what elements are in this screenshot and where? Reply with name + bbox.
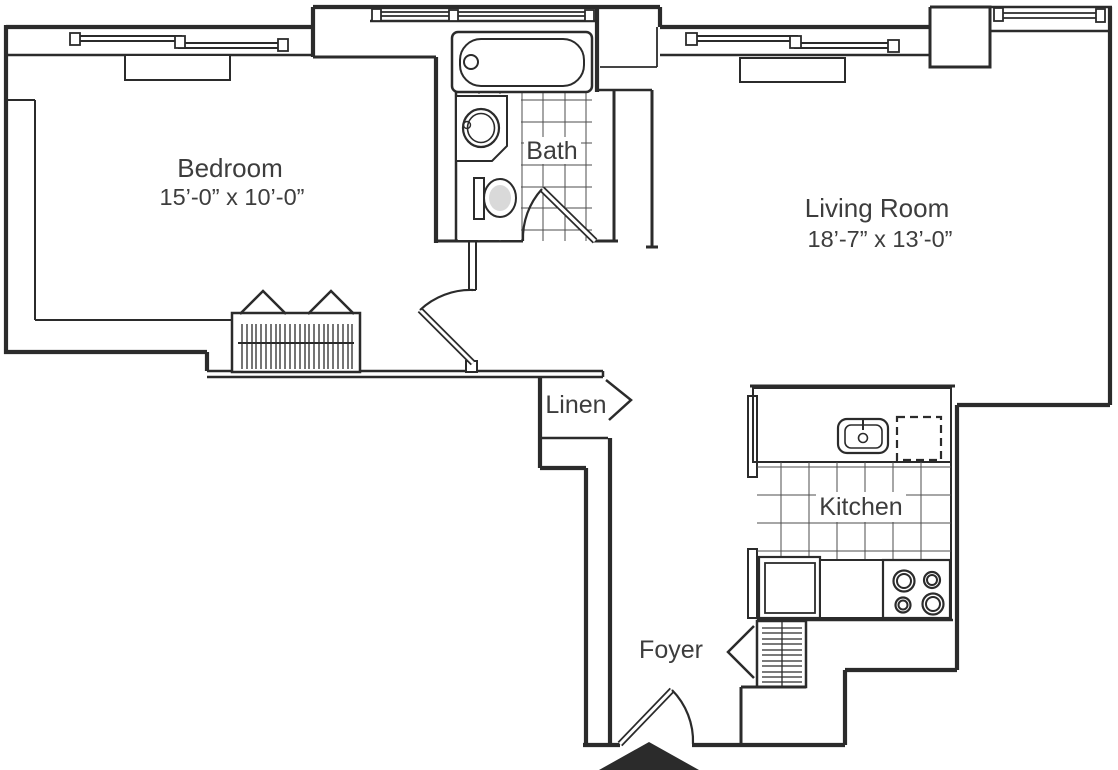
stove-4-burners — [881, 558, 952, 620]
bedroom-door — [417, 288, 478, 373]
foyer-label: Foyer — [639, 636, 703, 664]
window-mullion-icon — [371, 8, 382, 22]
entrance-arrow-icon — [599, 742, 699, 770]
window-mullion-icon — [1095, 8, 1106, 23]
window-sill — [124, 54, 231, 81]
burner-icon — [892, 569, 916, 593]
kitchen-cabinet — [747, 395, 758, 478]
bathroom-sink-vanity — [455, 95, 508, 162]
kitchen: Kitchen — [747, 387, 952, 620]
living-room-dimensions: 18’-7” x 13’-0” — [808, 226, 953, 252]
window-mullion-icon — [277, 38, 289, 52]
tub-drain-icon — [463, 54, 479, 70]
bath-window — [370, 8, 597, 23]
foyer-closet — [726, 619, 808, 689]
burner-icon — [921, 592, 945, 616]
bedroom-window — [69, 32, 289, 81]
kitchen-counter-top — [752, 387, 952, 463]
window-mullion-icon — [69, 32, 81, 46]
bath-label: Bath — [526, 137, 577, 165]
window-mullion-icon — [174, 35, 186, 49]
bifold-door-icon — [605, 379, 633, 421]
bath-door — [521, 186, 598, 244]
faucet-icon — [857, 432, 869, 444]
window-sill — [739, 57, 846, 83]
burner-icon — [922, 570, 942, 590]
window-mullion-icon — [887, 39, 900, 53]
living-room-label: Living Room — [805, 193, 950, 223]
living-room-window — [685, 32, 900, 83]
kitchen-counter-lower — [819, 559, 884, 619]
refrigerator — [757, 555, 822, 620]
living-room: Living Room 18’-7” x 13’-0” — [685, 7, 1106, 252]
toilet — [473, 177, 517, 220]
bifold-door-icon — [239, 289, 287, 315]
bath: Bath — [370, 8, 598, 244]
door-swing-arc — [419, 288, 474, 311]
bedroom-closet — [230, 289, 362, 374]
window-mullion-icon — [789, 35, 802, 49]
window-mullion-icon — [685, 32, 698, 46]
kitchen-sink — [836, 417, 890, 455]
faucet-icon — [462, 120, 472, 130]
door-swing-arc — [521, 188, 543, 242]
foyer: Foyer — [599, 619, 808, 770]
bedroom-label: Bedroom — [177, 153, 283, 183]
window-mullion-icon — [448, 9, 459, 22]
kitchen-label: Kitchen — [819, 493, 902, 521]
window-mullion-icon — [584, 9, 595, 22]
kitchen-cabinet — [747, 548, 758, 619]
sink-bowl-icon — [461, 107, 501, 149]
entry-door — [617, 687, 695, 747]
bathtub — [450, 30, 594, 94]
walls — [3, 4, 1113, 748]
corner-window — [993, 7, 1106, 23]
closet-hanger-hatch — [241, 324, 353, 369]
dashed-appliance-space — [895, 415, 943, 462]
bedroom: Bedroom 15’-0” x 10’-0” — [69, 32, 478, 374]
bifold-door-icon — [307, 289, 355, 315]
linen-label: Linen — [545, 391, 606, 419]
bedroom-dimensions: 15’-0” x 10’-0” — [160, 184, 305, 210]
burner-icon — [894, 596, 912, 614]
bifold-door-icon — [726, 625, 755, 679]
door-swing-arc — [671, 689, 695, 745]
linen-closet: Linen — [545, 379, 633, 421]
toilet-tank — [473, 177, 485, 220]
window-mullion-icon — [993, 7, 1004, 22]
